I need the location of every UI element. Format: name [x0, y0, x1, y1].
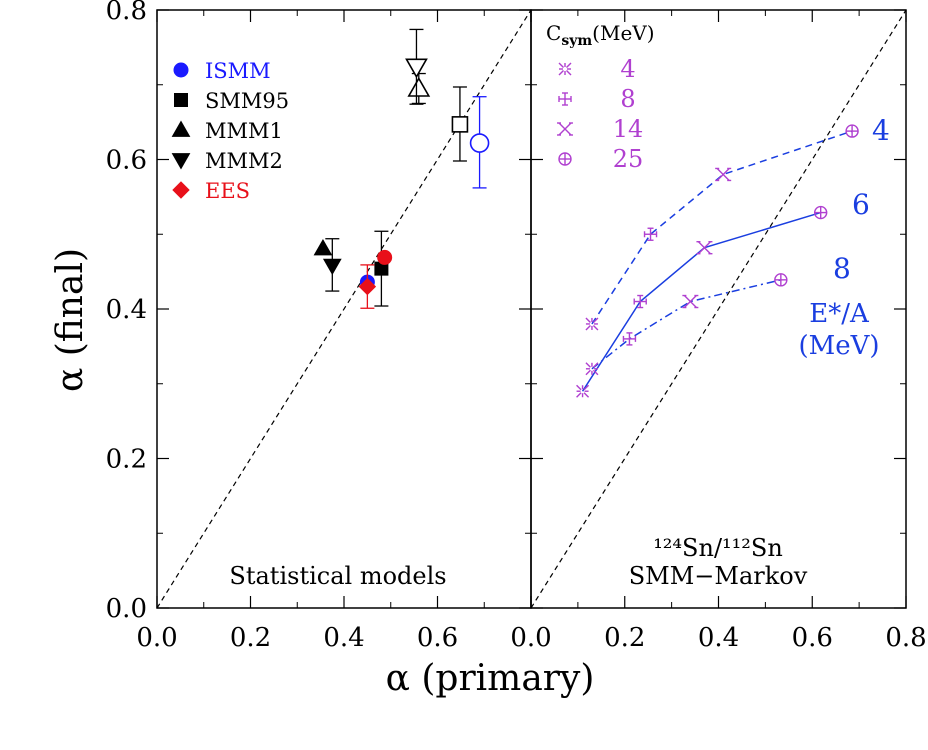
csym-legend-value: 14	[613, 115, 644, 143]
axes-1: 0.0 0.2 0.4 0.6 0.8	[510, 9, 927, 653]
data-point-mmm2	[322, 258, 342, 276]
legend-marker-mmm2	[171, 153, 191, 170]
csym-legend-marker	[558, 152, 572, 166]
y-axis-label: α (final)	[50, 248, 91, 392]
x-tick-label: 0.0	[136, 623, 177, 653]
series-line-4	[591, 130, 853, 325]
data-point-plus-bar	[643, 227, 658, 241]
y-tick-label: 0.2	[106, 445, 147, 475]
x-tick-label: 0.4	[698, 623, 739, 653]
legend-marker-smm95	[174, 93, 188, 107]
x-tick-label: 0.6	[792, 623, 833, 653]
data-point-asterisk	[585, 317, 599, 331]
data-point-plus-bar	[633, 294, 647, 309]
legend-label: ISMM	[205, 59, 271, 83]
x-tick-label: 0.2	[230, 623, 271, 653]
panel-annotation: Statistical models	[229, 562, 446, 590]
legend-marker-ees	[172, 181, 190, 199]
legend-label: EES	[205, 179, 250, 203]
data-point-cross	[682, 294, 699, 309]
series-line-6	[581, 211, 821, 392]
data-point-mmm1	[407, 76, 431, 97]
x-axis-label: α (primary)	[386, 658, 595, 699]
data-point-mmm2	[405, 58, 428, 79]
legend-marker-mmm1	[171, 120, 191, 137]
axes-0: 0.0 0.2 0.4 0.6 0.0 0.2 0.4 0.6 0.8	[106, 0, 532, 653]
csym-legend-marker	[558, 62, 572, 76]
data-point-cross	[696, 241, 713, 255]
csym-legend-title: Csym(MeV)	[546, 21, 655, 49]
data-point-plus-bar	[622, 332, 637, 346]
data-point-asterisk	[576, 384, 590, 398]
csym-legend-marker	[557, 122, 573, 136]
data-point-asterisk	[585, 362, 599, 376]
energy-series-label: 6	[852, 188, 870, 221]
y-tick-label: 0.4	[106, 295, 147, 325]
energy-legend-title: E*/A	[809, 299, 870, 329]
x-tick-label: 0.4	[323, 623, 364, 653]
csym-legend-value: 25	[613, 145, 644, 173]
legend-label: SMM95	[205, 89, 289, 113]
x-tick-label: 0.6	[417, 623, 458, 653]
x-tick-label: 0.0	[510, 623, 551, 653]
data-point-ees	[358, 277, 377, 296]
legend-label: MMM2	[205, 149, 283, 173]
data-point-ismm	[469, 133, 490, 153]
diagonal-line	[530, 9, 907, 609]
energy-legend-unit: (MeV)	[798, 331, 879, 361]
energy-series-label: 8	[833, 252, 851, 285]
x-tick-label: 0.2	[604, 623, 645, 653]
legend-label: MMM1	[205, 119, 283, 143]
energy-series-label: 4	[872, 114, 890, 147]
data-point-mmm1	[313, 238, 333, 256]
data-point-circle-plus	[813, 205, 828, 220]
series-line-8	[591, 279, 782, 370]
csym-legend-value: 4	[620, 55, 635, 83]
data-point-ees	[377, 249, 393, 265]
csym-legend-value: 8	[620, 85, 635, 113]
y-tick-label: 0.0	[106, 594, 147, 624]
legend-marker-ismm	[173, 62, 189, 78]
y-tick-label: 0.6	[106, 146, 147, 176]
data-point-smm95	[451, 116, 469, 133]
y-tick-label: 0.8	[106, 0, 147, 26]
csym-legend-marker	[558, 92, 572, 106]
panel-annotation-isotopes: ¹²⁴Sn/¹¹²Sn	[653, 534, 783, 562]
x-tick-label: 0.8	[885, 623, 926, 653]
data-point-circle-plus	[845, 124, 859, 138]
panel-annotation-model: SMM−Markov	[629, 562, 808, 590]
data-point-circle-plus	[774, 273, 788, 287]
data-point-cross	[715, 167, 732, 182]
diagonal-line	[156, 9, 532, 609]
